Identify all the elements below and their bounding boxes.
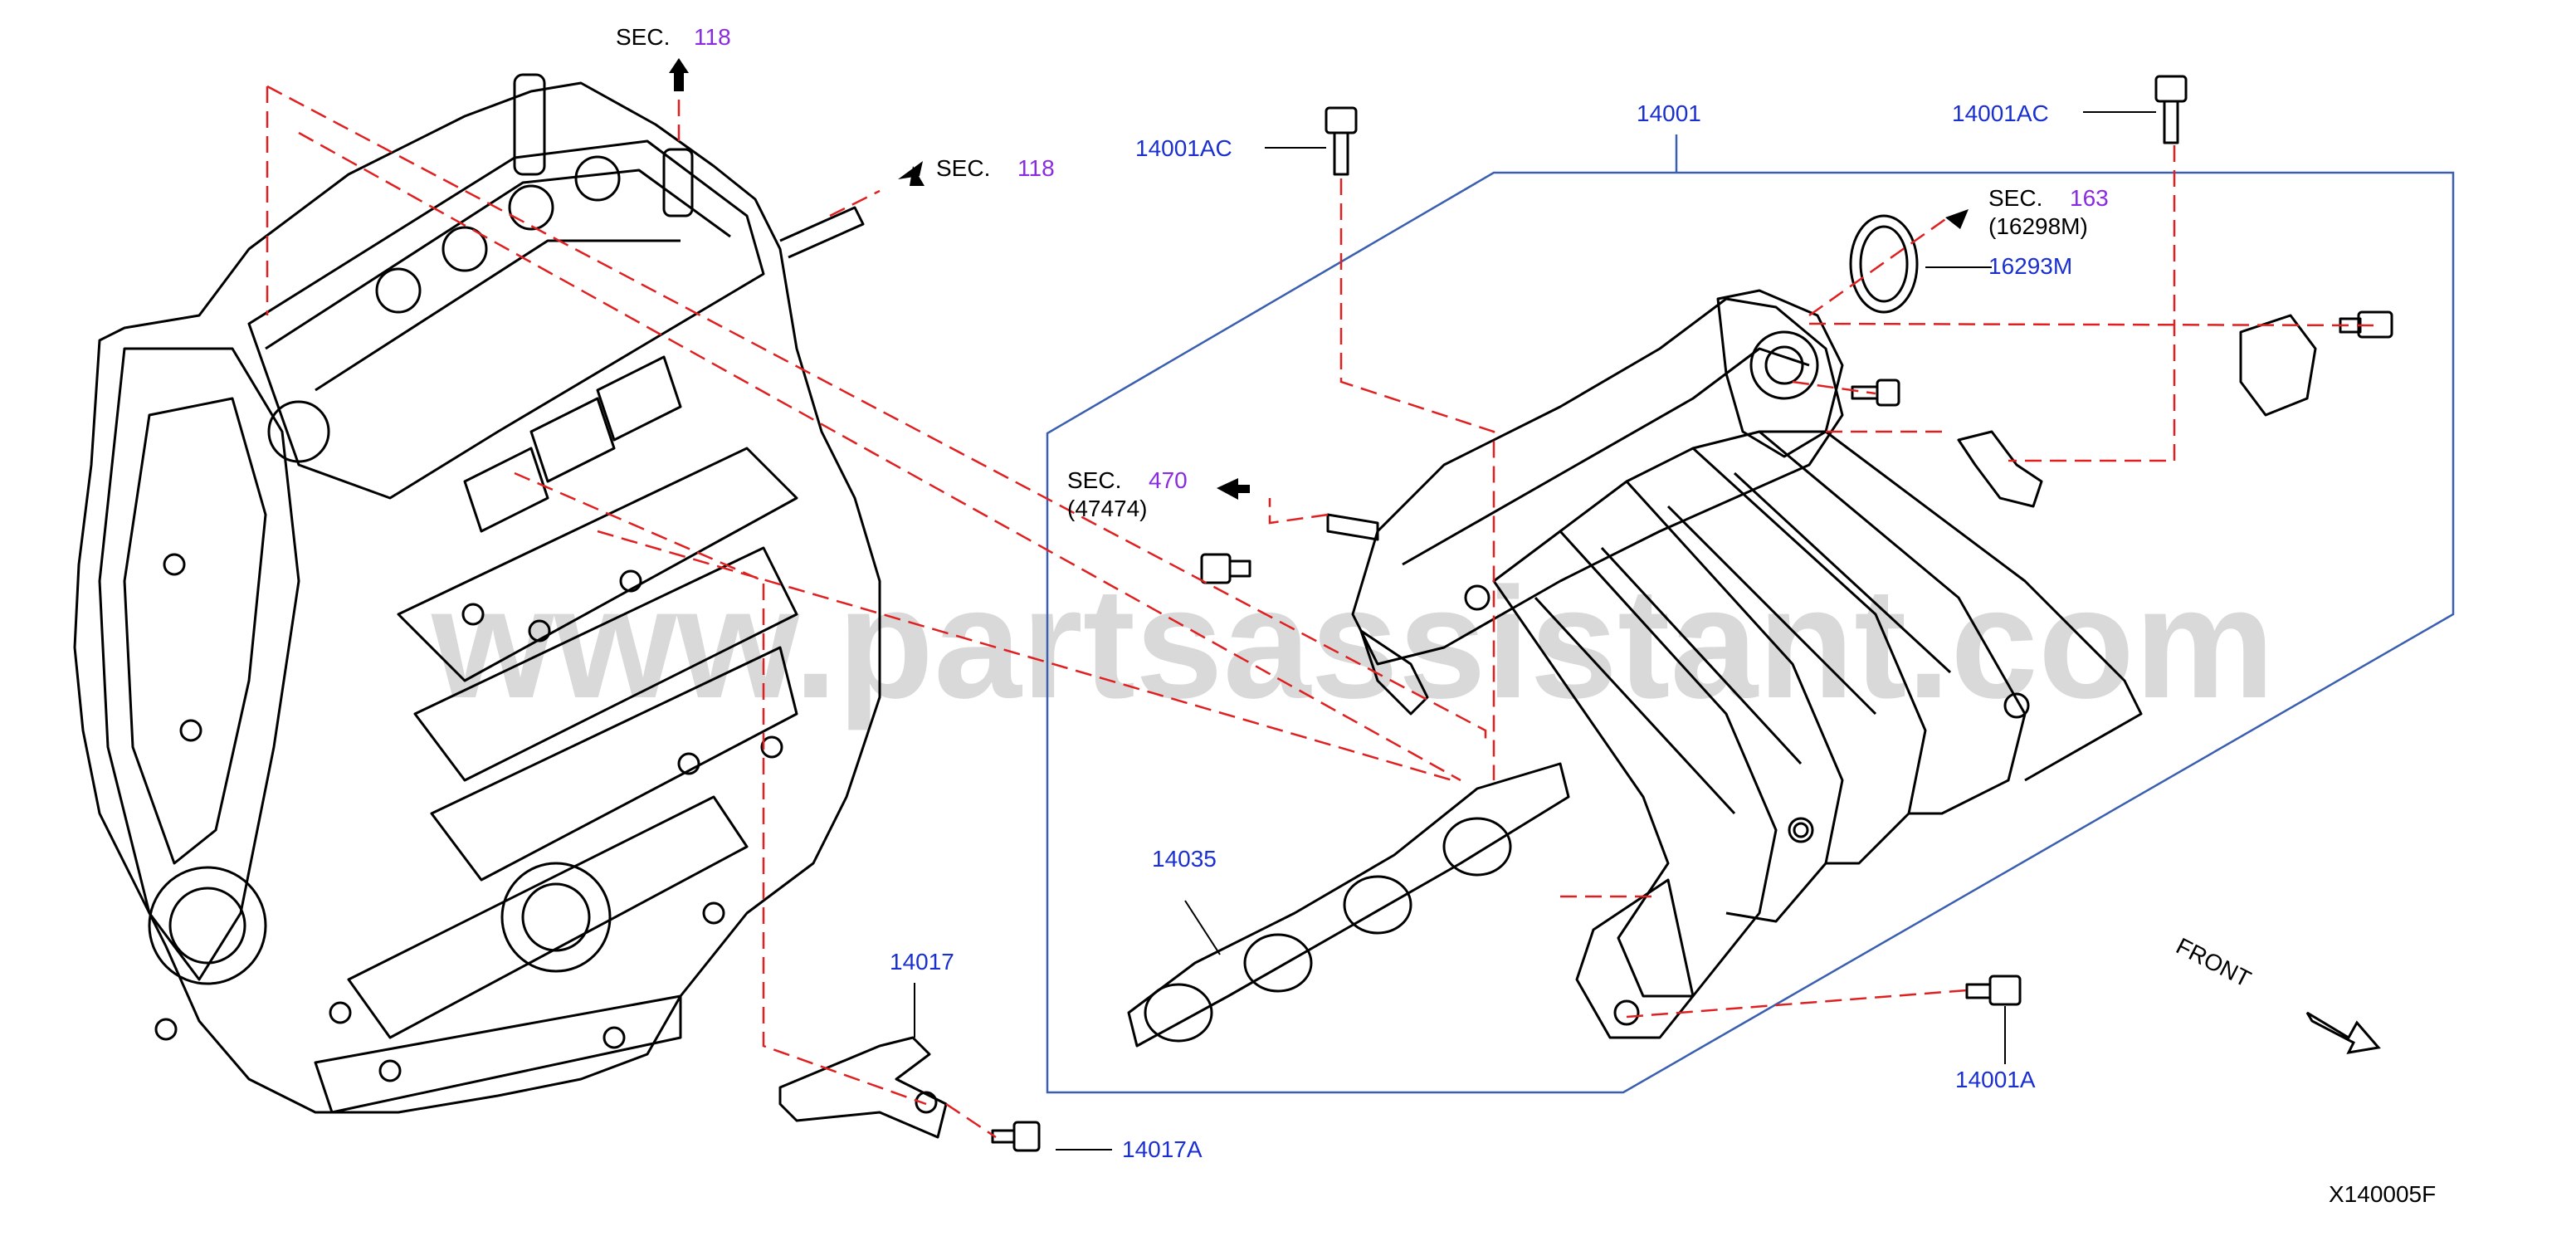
assembly-frame bbox=[1046, 171, 2455, 1094]
part-label-14001[interactable]: 14001 bbox=[1637, 100, 1701, 126]
sec-prefix-1: SEC. bbox=[616, 24, 670, 50]
intake-manifold-drawing bbox=[1326, 289, 2143, 1039]
part-label-14017[interactable]: 14017 bbox=[890, 949, 954, 975]
sec-number-163[interactable]: 163 bbox=[2070, 185, 2109, 211]
sec-prefix-4: SEC. bbox=[1067, 467, 1121, 493]
section-arrows bbox=[669, 58, 1969, 500]
sec-number-118-top[interactable]: 118 bbox=[694, 24, 731, 50]
dashed-leader-lines bbox=[266, 85, 2383, 1139]
sec-prefix-3: SEC. bbox=[1988, 185, 2042, 211]
diagram-id: X140005F bbox=[2329, 1181, 2436, 1207]
front-arrow-icon bbox=[2305, 1011, 2381, 1054]
front-label: FRONT bbox=[2172, 933, 2255, 992]
part-label-14001ac-left[interactable]: 14001AC bbox=[1135, 135, 1232, 161]
sec-number-470[interactable]: 470 bbox=[1149, 467, 1188, 493]
sec-number-118-right[interactable]: 118 bbox=[1017, 155, 1055, 181]
small-parts-drawing bbox=[778, 75, 2393, 1152]
engine-block-drawing bbox=[73, 73, 881, 1114]
sec-prefix-2: SEC. bbox=[936, 155, 990, 181]
part-label-14017a[interactable]: 14017A bbox=[1122, 1136, 1203, 1162]
sec-sub-47474: (47474) bbox=[1067, 496, 1148, 521]
sec-sub-16298m: (16298M) bbox=[1988, 213, 2088, 239]
watermark: www.partsassistant.com bbox=[431, 555, 2275, 731]
part-label-14035[interactable]: 14035 bbox=[1152, 846, 1217, 872]
part-label-16293m[interactable]: 16293M bbox=[1988, 253, 2072, 279]
solid-leaders bbox=[914, 111, 2156, 1151]
part-label-14001ac-right[interactable]: 14001AC bbox=[1952, 100, 2049, 126]
part-label-14001a[interactable]: 14001A bbox=[1955, 1067, 2036, 1092]
